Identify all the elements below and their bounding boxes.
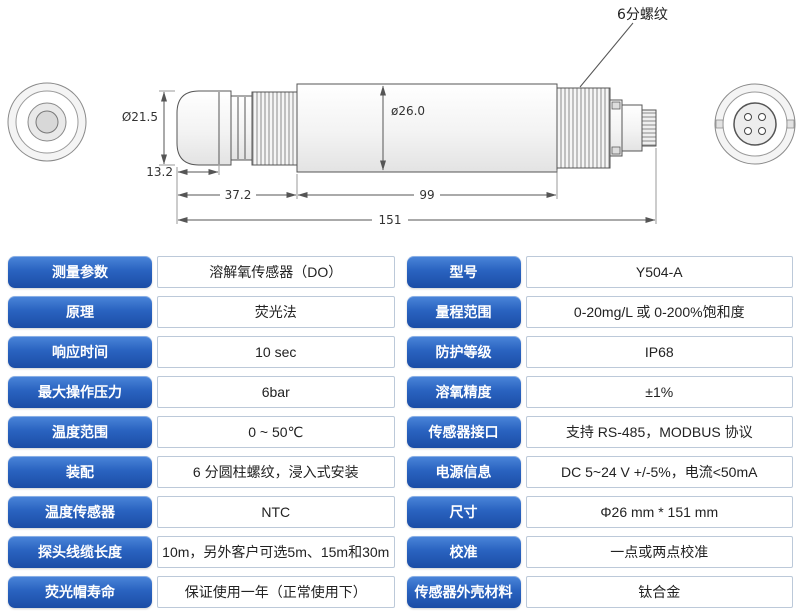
spec-value-cell: 6 分圆柱螺纹，浸入式安装	[157, 456, 395, 488]
connector-pin	[744, 113, 752, 121]
spec-row: 最大操作压力 6bar	[8, 376, 395, 408]
spec-label-cell: 量程范围	[406, 296, 521, 328]
spec-label-cell: 测量参数	[8, 256, 152, 288]
spec-row: 溶氧精度 ±1%	[406, 376, 793, 408]
spec-label-cell: 温度范围	[8, 416, 152, 448]
spec-label-cell: 荧光帽寿命	[8, 576, 152, 608]
spec-label-cell: 电源信息	[406, 456, 521, 488]
spec-value-cell: 10m，另外客户可选5m、15m和30m	[157, 536, 395, 568]
probe-thread-right	[556, 87, 611, 169]
probe-connector	[621, 104, 643, 152]
probe-thread-left	[251, 91, 298, 166]
spec-label-cell: 校准	[406, 536, 521, 568]
thread-callout-label: 6分螺纹	[617, 7, 668, 23]
spec-row: 传感器接口 支持 RS-485，MODBUS 协议	[406, 416, 793, 448]
spec-value-cell: 0-20mg/L 或 0-200%饱和度	[525, 296, 793, 328]
callout-leader	[579, 22, 634, 88]
spec-value-cell: 溶解氧传感器（DO）	[157, 256, 395, 288]
spec-label-cell: 温度传感器	[8, 496, 152, 528]
dim-body-length: 99	[419, 188, 434, 202]
connector-key-right	[786, 119, 795, 129]
spec-value-cell: 一点或两点校准	[525, 536, 793, 568]
spec-label-cell: 尺寸	[406, 496, 521, 528]
spec-row: 温度范围 0 ~ 50℃	[8, 416, 395, 448]
spec-value-cell: IP68	[525, 336, 793, 368]
spec-column-left: 测量参数 溶解氧传感器（DO） 原理 荧光法 响应时间 10 sec 最大操作压…	[8, 256, 395, 608]
right-end-view	[714, 83, 796, 165]
spec-table: 测量参数 溶解氧传感器（DO） 原理 荧光法 响应时间 10 sec 最大操作压…	[0, 250, 800, 608]
spec-column-right: 型号 Y504-A 量程范围 0-20mg/L 或 0-200%饱和度 防护等级…	[406, 256, 793, 608]
spec-value-cell: 保证使用一年（正常使用下）	[157, 576, 395, 608]
drawing-svg: Ø21.5 13.2 37.2 ø26.0 99 151 6分螺纹	[7, 7, 796, 227]
spec-value-cell: Y504-A	[525, 256, 793, 288]
technical-drawing: Ø21.5 13.2 37.2 ø26.0 99 151 6分螺纹	[0, 0, 800, 250]
connector-key-left	[715, 119, 724, 129]
spec-label-cell: 防护等级	[406, 336, 521, 368]
connector-pin	[758, 127, 766, 135]
spec-value-cell: 0 ~ 50℃	[157, 416, 395, 448]
spec-label-cell: 原理	[8, 296, 152, 328]
spec-row: 温度传感器 NTC	[8, 496, 395, 528]
dim-cap-length: 13.2	[146, 165, 173, 179]
probe-body	[296, 83, 558, 173]
probe-collar	[230, 95, 253, 161]
spec-value-cell: 荧光法	[157, 296, 395, 328]
probe-side-view	[176, 83, 657, 173]
spec-value-cell: DC 5~24 V +/-5%，电流<50mA	[525, 456, 793, 488]
spec-row: 传感器外壳材料 钛合金	[406, 576, 793, 608]
probe-connector-thread	[641, 109, 657, 147]
spec-row: 荧光帽寿命 保证使用一年（正常使用下）	[8, 576, 395, 608]
extension-lines	[159, 90, 657, 224]
connector-pin	[744, 127, 752, 135]
spec-label-cell: 传感器外壳材料	[406, 576, 521, 608]
spec-label-cell: 装配	[8, 456, 152, 488]
spec-value-cell: NTC	[157, 496, 395, 528]
spec-label-cell: 溶氧精度	[406, 376, 521, 408]
spec-row: 尺寸 Φ26 mm * 151 mm	[406, 496, 793, 528]
dim-cap-diameter: Ø21.5	[122, 110, 158, 124]
spec-value-cell: ±1%	[525, 376, 793, 408]
spec-value-cell: 支持 RS-485，MODBUS 协议	[525, 416, 793, 448]
spec-row: 响应时间 10 sec	[8, 336, 395, 368]
dimension-lines	[161, 22, 656, 223]
probe-cap	[176, 90, 232, 166]
spec-row: 型号 Y504-A	[406, 256, 793, 288]
spec-label-cell: 传感器接口	[406, 416, 521, 448]
left-end-view	[7, 82, 87, 162]
spec-row: 原理 荧光法	[8, 296, 395, 328]
spec-label-cell: 型号	[406, 256, 521, 288]
dim-front-length: 37.2	[225, 188, 252, 202]
spec-row: 防护等级 IP68	[406, 336, 793, 368]
spec-label-cell: 响应时间	[8, 336, 152, 368]
spec-row: 校准 一点或两点校准	[406, 536, 793, 568]
spec-row: 探头线缆长度 10m，另外客户可选5m、15m和30m	[8, 536, 395, 568]
spec-label-cell: 最大操作压力	[8, 376, 152, 408]
connector-pin	[758, 113, 766, 121]
spec-row: 装配 6 分圆柱螺纹，浸入式安装	[8, 456, 395, 488]
spec-value-cell: 钛合金	[525, 576, 793, 608]
spec-row: 量程范围 0-20mg/L 或 0-200%饱和度	[406, 296, 793, 328]
spec-row: 电源信息 DC 5~24 V +/-5%，电流<50mA	[406, 456, 793, 488]
dim-body-diameter: ø26.0	[391, 104, 425, 118]
spec-label-cell: 探头线缆长度	[8, 536, 152, 568]
spec-row: 测量参数 溶解氧传感器（DO）	[8, 256, 395, 288]
dim-total-length: 151	[379, 213, 402, 227]
spec-value-cell: 10 sec	[157, 336, 395, 368]
spec-value-cell: 6bar	[157, 376, 395, 408]
spec-value-cell: Φ26 mm * 151 mm	[525, 496, 793, 528]
